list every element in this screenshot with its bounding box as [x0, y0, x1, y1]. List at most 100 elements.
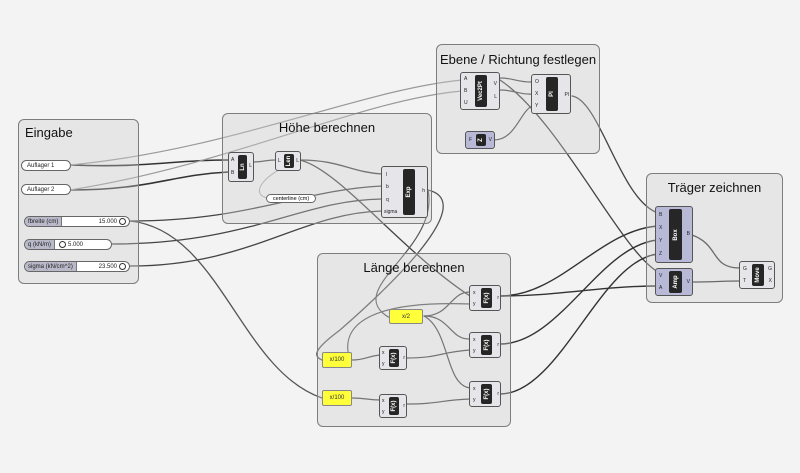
wire	[405, 349, 471, 359]
port-label: Y	[535, 103, 539, 109]
wire	[299, 159, 471, 297]
port-label: b	[386, 184, 389, 190]
plane-component[interactable]: O X Y Pl Pl	[531, 74, 571, 114]
port-label: A	[231, 157, 235, 163]
component-core: F(x)	[481, 335, 492, 355]
function-component[interactable]: x y F(x) r	[469, 332, 501, 358]
component-name: Pl	[549, 91, 555, 97]
wire	[499, 239, 659, 345]
q-slider-knob[interactable]	[59, 241, 66, 248]
component-core: Z	[476, 134, 486, 146]
auflager-2-label: Auflager 2	[27, 186, 55, 193]
wire	[691, 280, 741, 283]
port-label: B	[686, 231, 690, 237]
port-label: r	[497, 391, 499, 397]
port-label: B	[464, 88, 468, 94]
amplitude-component[interactable]: V A Amp V	[655, 268, 693, 296]
wire	[69, 90, 463, 191]
port-label: y	[382, 361, 385, 367]
port-label: sigma	[384, 209, 398, 215]
port-label: y	[473, 301, 476, 307]
function-component[interactable]: x y F(x) r	[469, 285, 501, 311]
component-name: Len	[286, 155, 292, 167]
port-label: X	[768, 278, 772, 284]
move-component[interactable]: G T Move G X	[739, 261, 775, 289]
group-title-hoehe: Höhe berechnen	[278, 120, 376, 135]
function-component[interactable]: x y F(x) r	[469, 381, 501, 407]
component-name: F(x)	[483, 388, 490, 400]
expression-x-div-100-b[interactable]: x/100	[322, 390, 352, 406]
wire	[299, 159, 383, 175]
unit-z-component[interactable]: F Z V	[465, 131, 495, 149]
component-name: F(x)	[483, 339, 490, 351]
function-component[interactable]: x y F(x) r	[379, 346, 407, 370]
port-label: V	[659, 273, 663, 279]
box-component[interactable]: B X Y Z Box B	[655, 206, 693, 263]
function-component[interactable]: x y F(x) r	[379, 394, 407, 418]
port-label: Z	[659, 251, 663, 257]
component-core: Exp	[403, 169, 415, 215]
component-name: Box	[672, 228, 679, 241]
port-label: X	[659, 225, 663, 231]
port-label: F	[469, 137, 473, 143]
sigma-slider-knob[interactable]	[119, 263, 126, 270]
component-name: Exp	[406, 186, 412, 198]
centerline-panel[interactable]: centerline (cm)	[266, 194, 316, 203]
fbreite-slider-knob[interactable]	[119, 218, 126, 225]
wire	[251, 159, 276, 163]
port-label: L	[494, 94, 497, 100]
port-label: A	[659, 285, 663, 291]
fbreite-slider[interactable]: fbreite (cm) 15.000	[24, 216, 130, 227]
group-title-ebene: Ebene / Richtung festlegen	[439, 52, 597, 67]
wire	[69, 79, 463, 166]
fbreite-label: fbreite (cm)	[25, 217, 63, 226]
wire	[129, 185, 383, 222]
wire	[405, 398, 471, 405]
q-slider[interactable]: q (kN/m) 5.000	[24, 239, 112, 250]
port-label: L	[278, 158, 281, 164]
component-core: F(x)	[389, 349, 399, 367]
wire	[351, 354, 381, 361]
sigma-slider[interactable]: sigma (kN/cm^2) 23.500	[24, 261, 130, 272]
port-label: x	[473, 386, 476, 392]
port-label: X	[535, 91, 539, 97]
sigma-value: 23.500	[98, 263, 117, 270]
component-core: Pl	[546, 77, 558, 111]
component-core: Amp	[669, 271, 682, 293]
component-name: F(x)	[391, 352, 397, 364]
wire	[423, 315, 471, 389]
component-core: Move	[752, 264, 764, 286]
port-label: x	[382, 350, 385, 356]
component-name: Amp	[672, 275, 679, 289]
port-label: r	[403, 403, 405, 409]
line-component[interactable]: A B Ln L	[228, 152, 254, 182]
auflager-1-param[interactable]: Auflager 1	[21, 160, 71, 171]
expression-component[interactable]: l b q sigma Exp h	[381, 166, 428, 218]
component-name: Ln	[239, 163, 246, 171]
wire	[499, 77, 533, 83]
wire	[571, 95, 659, 214]
port-label: V	[488, 137, 492, 143]
wire	[111, 198, 383, 245]
port-label: Y	[659, 238, 663, 244]
vec2pt-component[interactable]: A B U Vec2Pt V L	[460, 72, 500, 110]
port-label: q	[386, 197, 389, 203]
sigma-label: sigma (kN/cm^2)	[25, 262, 77, 271]
group-title-laenge: Länge berechnen	[363, 260, 465, 275]
auflager-2-param[interactable]: Auflager 2	[21, 184, 71, 195]
length-component[interactable]: L Len L	[275, 151, 301, 171]
component-core: Len	[284, 154, 294, 168]
auflager-1-label: Auflager 1	[27, 162, 55, 169]
port-label: r	[403, 355, 405, 361]
port-label: B	[231, 170, 235, 176]
port-label: A	[464, 76, 468, 82]
port-label: x	[473, 290, 476, 296]
wire	[316, 189, 444, 361]
port-label: T	[743, 278, 747, 284]
port-label: L	[249, 163, 252, 169]
component-name: Z	[478, 138, 484, 142]
expression-x-div-2[interactable]: x/2	[389, 309, 423, 324]
port-label: x	[473, 337, 476, 343]
expression-x-div-100-a[interactable]: x/100	[322, 352, 352, 368]
group-eingabe: Eingabe	[18, 119, 139, 284]
